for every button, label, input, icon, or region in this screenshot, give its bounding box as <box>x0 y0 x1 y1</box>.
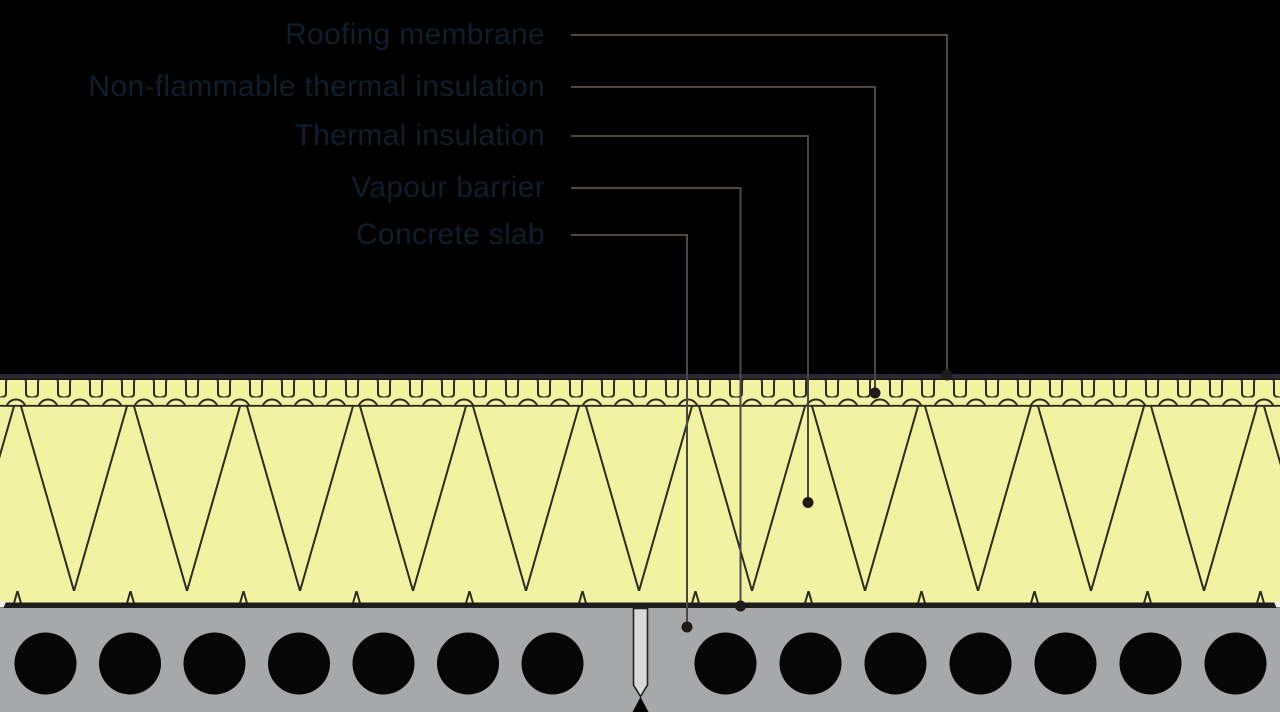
leader-dot-vapour-barrier <box>735 600 746 612</box>
leader-dot-roofing-membrane <box>941 369 953 381</box>
leader-line-roofing-membrane <box>571 34 948 370</box>
hollow-core <box>949 632 1012 695</box>
thermal-insulation-layer <box>0 406 1280 603</box>
joint-sealant <box>632 697 649 712</box>
leader-line-concrete-slab <box>571 234 688 622</box>
hollow-core <box>521 632 584 695</box>
leader-line-vapour-barrier <box>571 187 742 601</box>
hollow-core <box>14 632 77 695</box>
non-flammable-insulation-layer <box>0 380 1280 407</box>
hollow-core <box>864 632 927 695</box>
hollow-cores-left <box>14 632 584 695</box>
leader-dot-non-flammable-insulation <box>869 387 881 399</box>
leader-dot-thermal-insulation <box>802 497 814 508</box>
hollow-core <box>99 632 161 695</box>
leader-dots <box>681 369 953 633</box>
leader-line-thermal-insulation <box>571 135 809 497</box>
edge-joint-notch-left <box>0 601 7 608</box>
hollow-core <box>352 632 415 695</box>
leader-line-non-flammable-insulation <box>571 86 876 388</box>
slab-joint <box>632 607 649 699</box>
hollow-cores-right <box>694 632 1267 695</box>
label-vapour-barrier: Vapour barrier <box>351 171 545 204</box>
label-concrete-slab: Concrete slab <box>356 218 545 251</box>
hollow-core <box>437 632 499 695</box>
vapour-barrier-layer <box>0 602 1280 608</box>
hollow-core <box>1119 632 1182 695</box>
hollow-core <box>779 632 842 695</box>
hollow-core <box>268 632 330 695</box>
leader-lines <box>571 34 948 622</box>
leader-dot-concrete-slab <box>681 621 693 633</box>
hollow-core <box>694 632 757 695</box>
label-thermal-insulation: Thermal insulation <box>294 119 545 152</box>
edge-joint-notch-right <box>1273 601 1280 608</box>
roofing-membrane-layer <box>0 374 1280 380</box>
hollow-core <box>1034 632 1097 695</box>
label-roofing-membrane: Roofing membrane <box>285 18 545 51</box>
hollow-core <box>183 632 246 695</box>
label-non-flammable-thermal-insulation: Non-flammable thermal insulation <box>88 70 545 103</box>
hollow-core <box>1204 632 1267 695</box>
